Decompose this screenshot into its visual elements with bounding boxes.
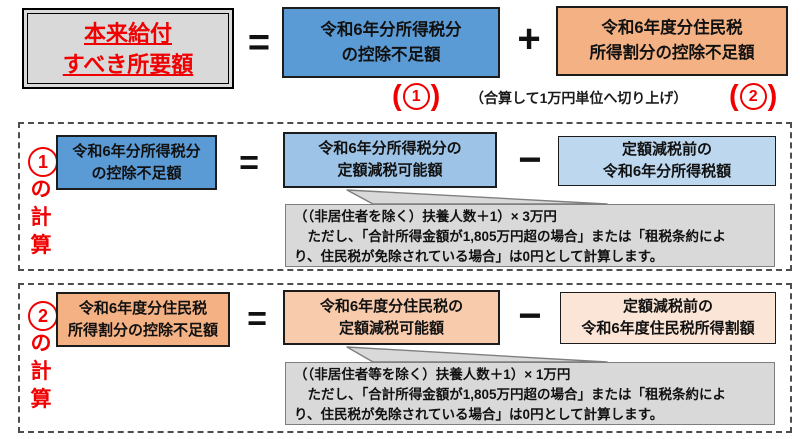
calc1-before-reduction-box: 定額減税前の 令和6年分所得税額 xyxy=(558,136,776,186)
calc1-before-line1: 定額減税前の xyxy=(621,141,712,158)
calc1-target-box: 令和6年分所得税分 の控除不足額 xyxy=(56,135,217,190)
calc2-callout-tail xyxy=(346,346,608,363)
rounding-note: （合算して1万円単位へ切り上げ） xyxy=(470,90,688,106)
calc1-callout-tail xyxy=(346,189,608,205)
calc1-note-line3: り、住民税が免除されている場合」は0円として計算します。 xyxy=(294,249,664,264)
calc2-minus-operator: − xyxy=(518,294,542,338)
calc2-possible-amount-box: 令和6年度分住民税の 定額減税可能額 xyxy=(283,290,500,345)
calc1-before-line2: 令和6年分所得税額 xyxy=(602,163,732,180)
marker2-close-paren: ) xyxy=(767,80,778,112)
calc2-possible-line2: 定額減税可能額 xyxy=(338,319,444,337)
circled-2-icon: 2 xyxy=(739,83,767,110)
calc2-target-line2: 所得割分の控除不足額 xyxy=(67,321,218,339)
calc1-possible-amount-box: 令和6年分所得税分の 定額減税可能額 xyxy=(283,132,497,188)
title-line2: すべき所要額 xyxy=(62,51,194,77)
marker2-open-paren: ( xyxy=(729,80,739,112)
income-tax-shortfall-line2: の控除不足額 xyxy=(341,45,441,64)
calc2-note-line1: （（非居住者等を除く）扶養人数＋1）× 1万円 xyxy=(294,367,571,382)
calc2-possible-line1: 令和6年度分住民税の xyxy=(319,297,464,315)
calc2-equals-operator: = xyxy=(247,300,267,338)
marker-circle-2: ( 2 ) xyxy=(729,82,777,111)
required-benefit-title-box: 本来給付 すべき所要額 xyxy=(22,8,234,89)
marker1-close-paren: ) xyxy=(430,80,441,112)
calc1-target-line1: 令和6年分所得税分 xyxy=(72,142,201,160)
equals-operator-top: = xyxy=(247,22,271,64)
plus-operator-top: + xyxy=(517,17,541,61)
calc1-circled-1-icon: 1 xyxy=(28,147,58,177)
calc2-before-reduction-box: 定額減税前の 令和6年度住民税所得割額 xyxy=(560,292,776,344)
marker-circle-1: ( 1 ) xyxy=(392,82,440,111)
required-benefit-title-inner: 本来給付 すべき所要額 xyxy=(27,13,229,84)
calc2-label: の計算 xyxy=(30,332,52,411)
income-tax-shortfall-line1: 令和6年分所得税分 xyxy=(320,20,462,39)
calc1-minus-operator: − xyxy=(518,138,542,182)
calc2-before-line1: 定額減税前の xyxy=(622,298,713,315)
resident-tax-shortfall-box: 令和6年度分住民税 所得割分の控除不足額 xyxy=(556,6,788,76)
circled-1-icon: 1 xyxy=(402,83,430,110)
calc1-possible-line2: 定額減税可能額 xyxy=(337,162,443,179)
calc1-equals-operator: = xyxy=(239,144,259,182)
calc1-label: の計算 xyxy=(30,178,52,257)
resident-tax-shortfall-line1: 令和6年度分住民税 xyxy=(601,19,743,37)
calc1-possible-line1: 令和6年分所得税分の xyxy=(318,140,462,157)
calc2-target-box: 令和6年度分住民税 所得割分の控除不足額 xyxy=(56,292,230,347)
calc1-target-line2: の控除不足額 xyxy=(91,164,182,182)
calc2-note-box: （（非居住者等を除く）扶養人数＋1）× 1万円 ただし、「合計所得金額が1,80… xyxy=(285,362,775,425)
marker1-open-paren: ( xyxy=(392,80,402,112)
calc1-note-line1: （（非居住者を除く）扶養人数＋1）× 3万円 xyxy=(294,209,557,224)
calc1-note-line2: ただし、「合計所得金額が1,805万円超の場合」または「租税条約によ xyxy=(294,229,727,244)
resident-tax-shortfall-line2: 所得割分の控除不足額 xyxy=(589,44,755,62)
calc2-circled-2-icon: 2 xyxy=(28,301,58,331)
calc1-note-box: （（非居住者を除く）扶養人数＋1）× 3万円 ただし、「合計所得金額が1,805… xyxy=(285,204,775,267)
calc2-note-line2: ただし、「合計所得金額が1,805万円超の場合」または「租税条約によ xyxy=(294,387,727,402)
calc2-before-line2: 令和6年度住民税所得割額 xyxy=(581,320,755,337)
calc2-note-line3: り、住民税が免除されている場合」は0円として計算します。 xyxy=(294,407,664,422)
title-line1: 本来給付 xyxy=(83,20,172,46)
calc2-target-line1: 令和6年度分住民税 xyxy=(78,299,208,317)
income-tax-shortfall-box: 令和6年分所得税分 の控除不足額 xyxy=(282,7,500,78)
